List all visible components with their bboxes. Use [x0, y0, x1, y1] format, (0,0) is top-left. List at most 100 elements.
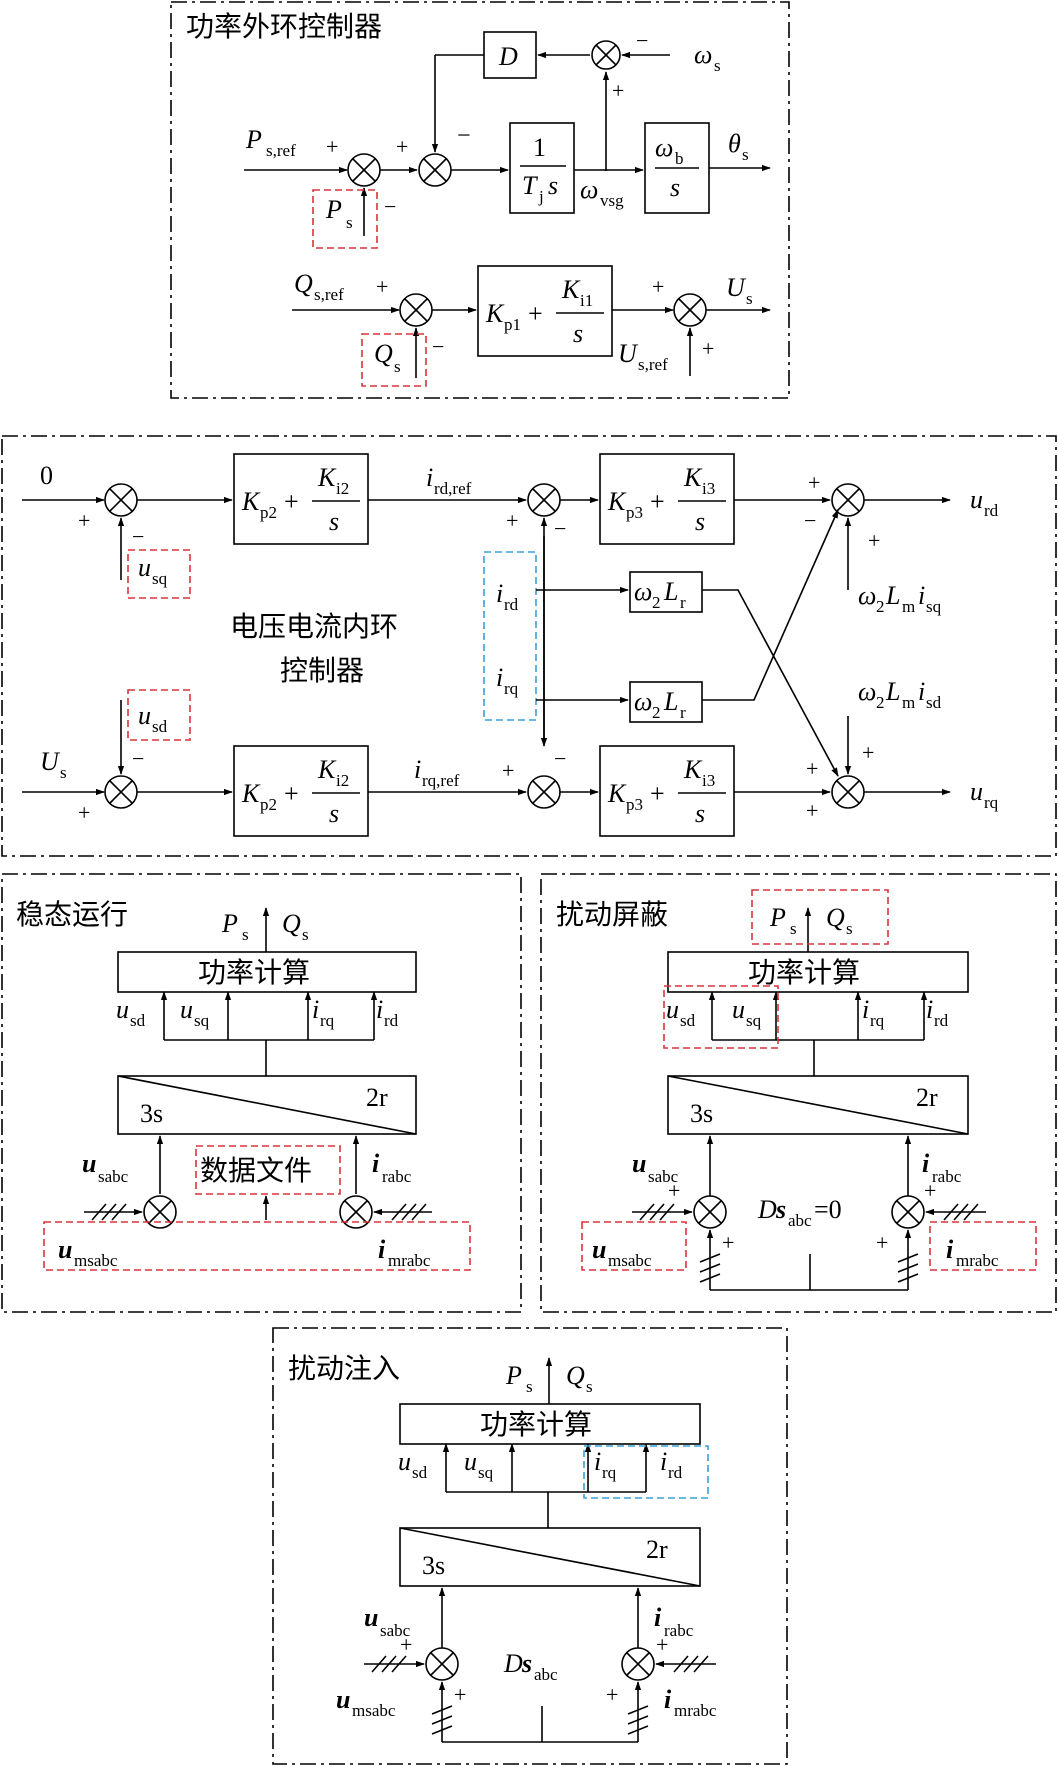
steady-power-calc-block [117, 951, 417, 993]
svg-text:mrabc: mrabc [388, 1251, 431, 1270]
sign: + [808, 470, 820, 495]
svg-text:s: s [714, 56, 721, 75]
sum-omega-ref-junction [418, 153, 452, 187]
svg-text:rq: rq [870, 1011, 885, 1030]
sign: + [722, 1230, 734, 1255]
svg-text:sq: sq [746, 1011, 762, 1030]
svg-text:i: i [312, 995, 319, 1024]
inject-ds-label: D s abc [503, 1649, 558, 1684]
svg-text:s: s [573, 319, 583, 348]
svg-text:s,ref: s,ref [638, 355, 668, 374]
shield-dq-lines [708, 991, 928, 1076]
svg-text:u: u [970, 777, 983, 806]
inject-title: 扰动注入 [288, 1352, 400, 1385]
svg-text:K: K [317, 755, 337, 784]
svg-text:i1: i1 [580, 291, 593, 310]
p-feedback-label: P s [325, 195, 353, 232]
inner-loop-title-1: 电压电流内环 [230, 610, 398, 643]
shield-power-calc-block [667, 951, 969, 993]
svg-text:K: K [241, 779, 261, 808]
shield-frame [540, 873, 1057, 1313]
usd-highlight [127, 689, 191, 741]
steady-u-msabc-label: u msabc [58, 1235, 118, 1270]
svg-text:j: j [538, 187, 544, 206]
shield-title: 扰动屏蔽 [556, 898, 668, 931]
sum-p-junction [347, 153, 381, 187]
svg-text:u: u [58, 1235, 72, 1264]
shield-ds-zero-label: D s abc =0 [757, 1195, 842, 1230]
svg-text:s: s [695, 507, 705, 536]
svg-text:K: K [241, 487, 261, 516]
svg-text:sabc: sabc [648, 1167, 679, 1186]
sign: − [804, 508, 816, 533]
svg-text:s: s [526, 1377, 533, 1396]
steady-i-mrabc-label: i mrabc [378, 1235, 431, 1270]
shield-pq-highlight [751, 889, 889, 945]
svg-text:p3: p3 [626, 503, 643, 522]
damping-label: D [498, 42, 518, 71]
svg-text:sabc: sabc [380, 1621, 411, 1640]
svg-text:s,ref: s,ref [314, 285, 344, 304]
svg-text:i: i [426, 463, 433, 492]
pi-q-outer-formula: K p2 + K i2 s [241, 755, 360, 828]
svg-text:rd: rd [504, 595, 519, 614]
damping-block [483, 31, 537, 79]
u-s-label: U s [726, 273, 753, 308]
steady-transform-block: 3s 2r [117, 1075, 417, 1135]
p-feedback-highlight [312, 189, 378, 249]
svg-text:s: s [329, 507, 339, 536]
svg-text:msabc: msabc [608, 1251, 652, 1270]
p-ref-label: P s,ref [245, 125, 296, 160]
sign: − [432, 334, 444, 359]
shield-i-mrabc-label: i mrabc [946, 1235, 999, 1270]
svg-text:abc: abc [788, 1211, 812, 1230]
inject-power-calc-block [399, 1403, 701, 1445]
inject-frame [272, 1327, 788, 1765]
svg-text:s: s [60, 763, 67, 782]
svg-text:abc: abc [534, 1665, 558, 1684]
svg-text:u: u [398, 1447, 411, 1476]
svg-text:P: P [221, 909, 238, 938]
data-file-highlight [195, 1145, 341, 1195]
svg-text:i: i [664, 1685, 672, 1714]
sign: + [862, 740, 874, 765]
svg-text:m: m [902, 693, 915, 712]
svg-text:i: i [496, 663, 503, 692]
steady-dq-lines [160, 991, 378, 1076]
u-s-inner-label: U s [40, 747, 67, 782]
svg-text:K: K [683, 463, 703, 492]
sign: + [606, 1682, 618, 1707]
sum-usq-junction [104, 483, 138, 517]
svg-text:θ: θ [728, 129, 741, 158]
svg-text:u: u [82, 1149, 96, 1178]
svg-text:s: s [746, 289, 753, 308]
pi-d-inner-formula: K p3 + K i3 s [607, 463, 726, 536]
shield-u-dq-highlight [663, 985, 779, 1049]
svg-text:u: u [138, 553, 151, 582]
sign: − [554, 746, 566, 771]
sign: + [400, 1632, 412, 1657]
steady-power-calc-label: 功率计算 [198, 956, 310, 989]
svg-text:rq,ref: rq,ref [422, 771, 460, 790]
shield-i-rabc-label: i rabc [922, 1149, 962, 1186]
q-feedback-label: Q s [374, 339, 401, 376]
svg-text:ω: ω [655, 133, 673, 162]
svg-text:U: U [40, 747, 61, 776]
pi-q-outer-block [233, 745, 369, 837]
svg-text:sq: sq [478, 1463, 494, 1482]
steady-i-junction [339, 1195, 373, 1229]
sign: − [132, 746, 144, 771]
svg-text:u: u [364, 1603, 378, 1632]
svg-text:s: s [790, 919, 797, 938]
svg-text:Q: Q [566, 1361, 585, 1390]
steady-u-sabc-label: u sabc [82, 1149, 129, 1186]
inner-loop-title-2: 控制器 [280, 654, 364, 687]
shield-transform-block: 3s 2r [667, 1075, 969, 1135]
steady-p-q-label: P s Q s [221, 909, 309, 944]
svg-text:m: m [902, 597, 915, 616]
sign: + [396, 134, 408, 159]
svg-text:sd: sd [412, 1463, 428, 1482]
inject-i-dq-highlight [583, 1445, 709, 1499]
svg-text:ω: ω [634, 577, 652, 606]
